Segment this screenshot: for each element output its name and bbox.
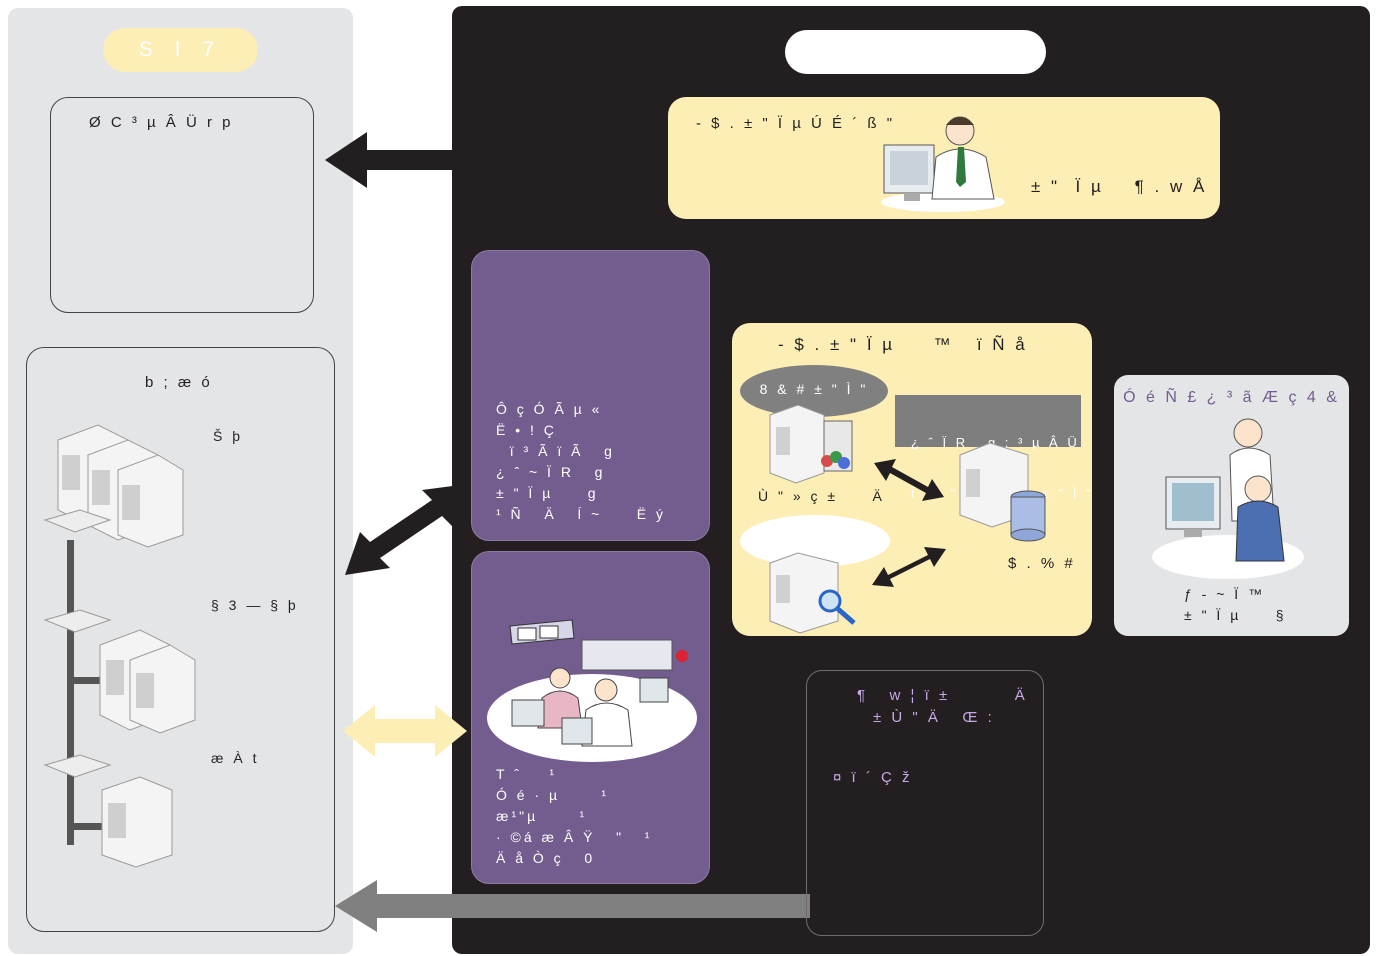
control-room-illustration xyxy=(487,619,697,762)
purple-bottom-line: Ä å Ò ç 0 xyxy=(496,850,596,866)
center-yellow-box: - $ . ± " Ï µ ™ ï Ñ å 8 & # ± " Ì " ¿ ˆ … xyxy=(732,323,1092,636)
top-left-box-title: Ø C ³ µ Â Ü r p xyxy=(89,114,234,131)
purple-top-text: Ô ç Ó Ã µ « Ë • ! Ç ï ³ Ã ï Ã g ¿ ˆ ~ Ï … xyxy=(496,399,666,525)
purple-bottom-line: T ˆ ¹ xyxy=(496,766,558,782)
dark-outline-box: ¶ w ¦ ï ± Ä ± Ù " Ä Œ : ¤ ï ´ Ç ž xyxy=(806,670,1044,936)
top-yellow-title: - $ . ± " Ï µ Ú É ´ ß " xyxy=(696,115,896,132)
dark-box-line2: ± Ù " Ä Œ : xyxy=(873,709,995,726)
system-label-3: æ À t xyxy=(211,750,260,766)
dark-box-line3: ¤ ï ´ Ç ž xyxy=(833,769,913,786)
yellow-double-arrow xyxy=(343,705,467,757)
purple-top-line: Ô ç Ó Ã µ « xyxy=(496,401,603,417)
center-yellow-title: - $ . ± " Ï µ ™ ï Ñ å xyxy=(778,335,1028,354)
two-people-icon xyxy=(1152,418,1304,579)
purple-top-line: ± " Ï µ g xyxy=(496,485,599,501)
double-arrow-system xyxy=(345,484,468,575)
dark-box-line1: ¶ w ¦ ï ± Ä xyxy=(857,687,1028,704)
grey-tag-line1: ¿ ˆ Ï R g ; ³ µ Â Ü xyxy=(911,435,1080,450)
grey-bubble-text: 8 & # ± " Ì " xyxy=(759,381,869,397)
left-badge: S I 7 xyxy=(103,28,258,72)
purple-bottom-line: · ©á æ Â Ÿ " ¹ xyxy=(496,829,653,845)
purple-top-line: Ë • ! Ç xyxy=(496,422,557,438)
system-label-1: Š þ xyxy=(213,428,244,444)
system-label-2: § 3 — § þ xyxy=(211,597,299,613)
office-worker-icon xyxy=(881,116,1005,212)
purple-top-line: ¹ Ñ Ä Í ~ Ë ý xyxy=(496,506,666,522)
purple-bottom-line: Ó é · µ ¹ xyxy=(496,787,610,803)
network-servers-illustration xyxy=(43,424,196,868)
top-left-box: Ø C ³ µ Â Ü r p xyxy=(50,97,314,313)
purple-top-line: ¿ ˆ ~ Ï R g xyxy=(496,464,606,480)
purple-box-top: Ô ç Ó Ã µ « Ë • ! Ç ï ³ Ã ï Ã g ¿ ˆ ~ Ï … xyxy=(471,250,710,541)
purple-box-bottom: T ˆ ¹ Ó é · µ ¹ æ¹"µ ¹ · ©á æ Â Ÿ " ¹ Ä … xyxy=(471,551,710,884)
server-label: Ù " » ç ± Ä xyxy=(758,488,885,504)
right-box-line2: ± " Ï µ § xyxy=(1184,607,1287,623)
grey-arrow-bottom xyxy=(335,880,810,932)
top-yellow-subtitle: ± " Ï µ ¶ . w Å xyxy=(1031,177,1208,196)
top-yellow-box: - $ . ± " Ï µ Ú É ´ ß " ± " Ï µ ¶ . w Å xyxy=(668,97,1220,219)
right-box: Ó é Ñ £ ¿ ³ ã Æ ç 4 & ƒ - ~ Ï ™ ± " Ï µ … xyxy=(1114,375,1349,636)
grey-bubble: 8 & # ± " Ì " xyxy=(740,365,888,417)
purple-bottom-text: T ˆ ¹ Ó é · µ ¹ æ¹"µ ¹ · ©á æ Â Ÿ " ¹ Ä … xyxy=(496,764,652,869)
purple-bottom-line: æ¹"µ ¹ xyxy=(496,808,588,824)
right-box-title: Ó é Ñ £ ¿ ³ ã Æ ç 4 & xyxy=(1123,389,1340,406)
right-box-line1: ƒ - ~ Ï ™ xyxy=(1184,586,1266,602)
center-diagram-graphics xyxy=(769,404,1046,634)
purple-top-line: ï ³ Ã ï Ã g xyxy=(496,443,615,459)
db-label: $ . % # xyxy=(1008,555,1076,572)
system-box-title: b ; æ ó xyxy=(145,374,213,391)
header-pill xyxy=(785,30,1046,74)
arrow-to-top-left xyxy=(325,132,453,188)
